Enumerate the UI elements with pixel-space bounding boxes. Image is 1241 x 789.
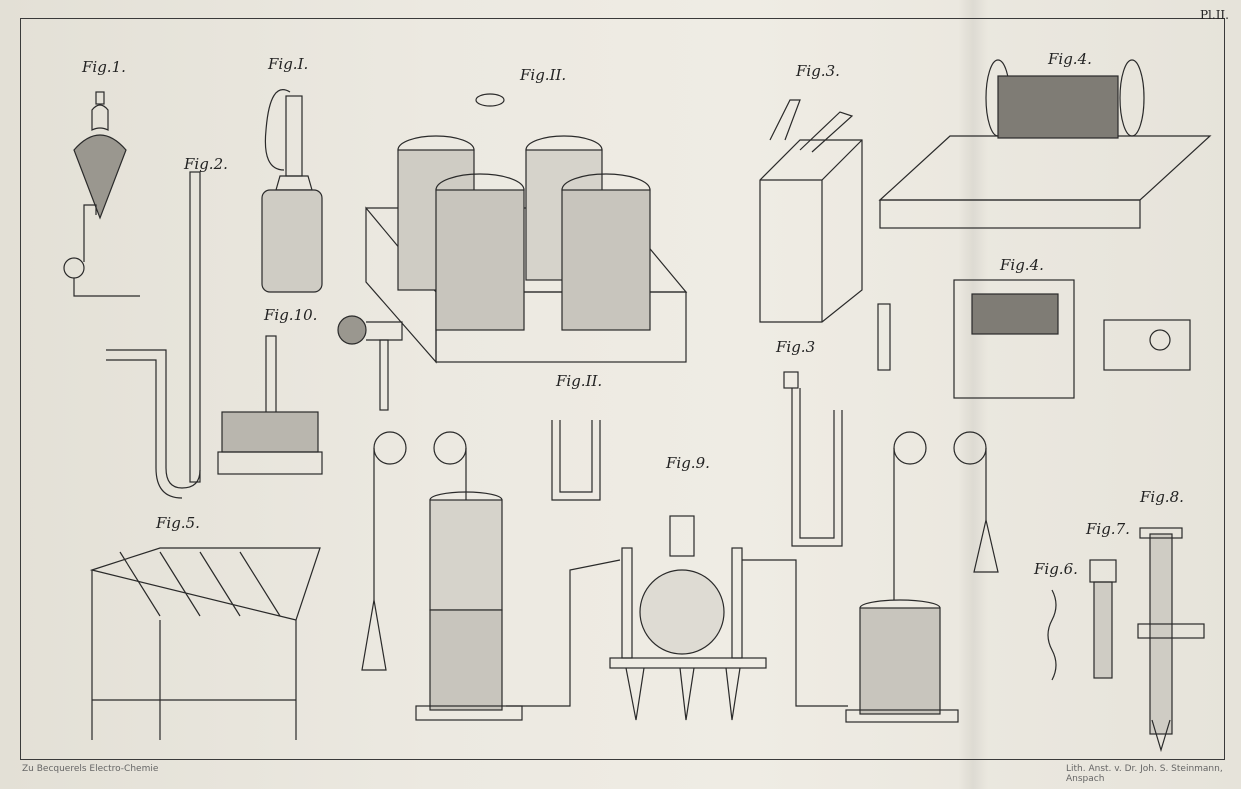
fig3-small-label: Fig.3 bbox=[776, 338, 816, 356]
fig1-label: Fig.1. bbox=[82, 58, 126, 76]
fig3-top-label: Fig.3. bbox=[796, 62, 840, 80]
figII-battery-tray bbox=[365, 93, 688, 364]
footer-left: Zu Becquerels Electro-Chemie bbox=[22, 764, 159, 774]
fig3-small-cell bbox=[783, 371, 843, 547]
fig8-column bbox=[1137, 527, 1205, 753]
fig5-label: Fig.5. bbox=[156, 514, 200, 532]
fig2-label: Fig.2. bbox=[184, 155, 228, 173]
fig4-plan-view bbox=[877, 279, 1191, 399]
fig5-trough bbox=[89, 547, 321, 740]
fig9-label: Fig.9. bbox=[666, 454, 710, 472]
figI-label: Fig.I. bbox=[268, 55, 309, 73]
figII-top-label: Fig.II. bbox=[520, 66, 567, 84]
fig9-right-apparatus bbox=[845, 431, 999, 723]
fig8-label: Fig.8. bbox=[1140, 488, 1184, 506]
footer-right: Lith. Anst. v. Dr. Joh. S. Steinmann, An… bbox=[1066, 764, 1223, 784]
figI-bottle bbox=[261, 89, 323, 293]
figII-small-cell bbox=[551, 420, 601, 501]
fig4-coil-board bbox=[878, 59, 1212, 229]
fig7-label: Fig.7. bbox=[1086, 520, 1130, 538]
plate-number: Pl.II. bbox=[1199, 8, 1229, 22]
fig6-label: Fig.6. bbox=[1034, 560, 1078, 578]
fig7-tube bbox=[1089, 559, 1117, 679]
fig10-label: Fig.10. bbox=[264, 306, 318, 324]
fig4-top-label: Fig.4. bbox=[1048, 50, 1092, 68]
fig9-left-apparatus bbox=[361, 431, 621, 721]
fig10-apparatus bbox=[217, 315, 403, 475]
fig3-cell bbox=[759, 99, 863, 323]
fig4-bottom-label: Fig.4. bbox=[1000, 256, 1044, 274]
fig2-u-tube bbox=[106, 171, 201, 499]
plate-frame bbox=[20, 18, 1225, 760]
figII-small-label: Fig.II. bbox=[556, 372, 603, 390]
fig1-funnel-apparatus bbox=[63, 91, 140, 297]
page-fold bbox=[958, 0, 988, 789]
fig6-wire bbox=[1047, 589, 1057, 681]
fig9-center-apparatus bbox=[609, 515, 848, 721]
